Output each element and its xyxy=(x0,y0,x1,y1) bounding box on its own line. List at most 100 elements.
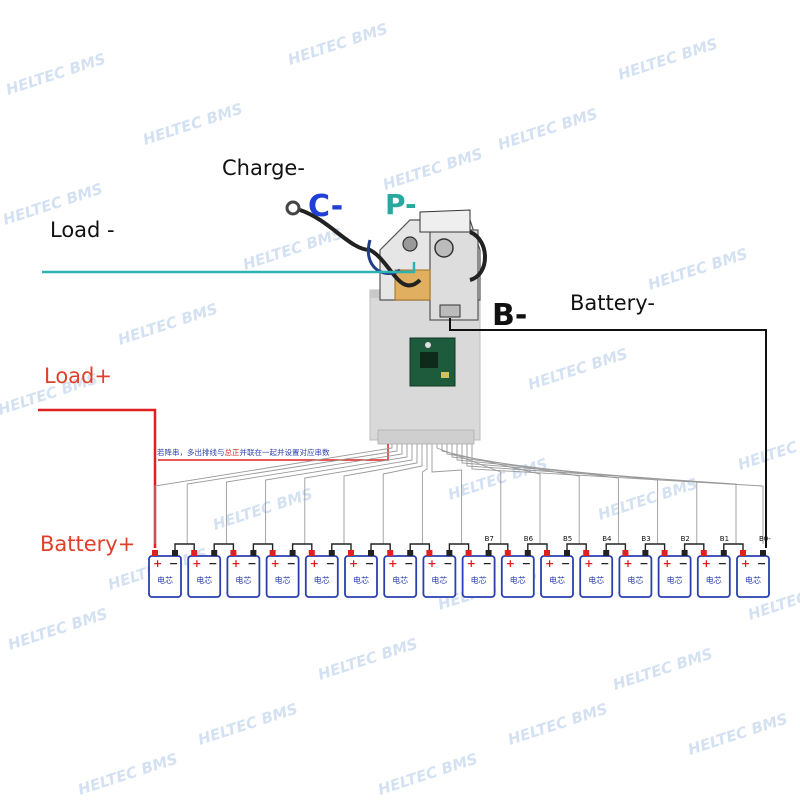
load-minus-label: Load - xyxy=(50,218,115,242)
battery-cell: +−电芯 xyxy=(461,550,496,598)
balance-wire xyxy=(421,444,428,544)
cell-plus-sign: + xyxy=(388,557,397,570)
cell-negative-terminal xyxy=(407,550,414,556)
cell-minus-sign: − xyxy=(483,557,492,570)
cell-negative-terminal xyxy=(368,550,374,556)
watermark-text: HELTEC BMS xyxy=(196,700,300,749)
cell-plus-sign: + xyxy=(663,557,672,570)
series-link xyxy=(252,543,274,550)
watermark-text: HELTEC BMS xyxy=(286,20,390,69)
series-link xyxy=(644,543,666,550)
cell-positive-terminal xyxy=(152,550,158,556)
cell-negative-terminal xyxy=(289,550,296,556)
cell-minus-sign: − xyxy=(169,557,178,570)
balance-label: B2 xyxy=(681,535,690,543)
cell-minus-sign: − xyxy=(404,557,413,570)
cell-positive-terminal xyxy=(348,550,354,556)
cell-plus-sign: + xyxy=(349,557,358,570)
cell-minus-sign: − xyxy=(443,557,452,570)
cell-positive-terminal xyxy=(583,550,590,556)
battery-cell: +−电芯 xyxy=(148,550,182,598)
battery-minus-label: Battery- xyxy=(570,291,655,315)
battery-cell: +−电芯 xyxy=(736,550,770,598)
cell-label: 电芯 xyxy=(549,575,565,585)
balance-label: B7 xyxy=(485,535,494,543)
balance-wire xyxy=(456,444,659,544)
balance-label: B5 xyxy=(563,535,572,543)
cell-positive-terminal xyxy=(230,550,237,556)
cell-label: 电芯 xyxy=(471,575,487,585)
cell-positive-terminal xyxy=(387,550,394,556)
battery-cell-body xyxy=(696,555,731,598)
cell-negative-terminal xyxy=(446,550,453,556)
battery-cell: +−电芯 xyxy=(187,550,222,598)
cell-positive-terminal xyxy=(426,550,433,556)
cell-negative-terminal xyxy=(524,550,531,556)
battery-cell-body xyxy=(422,555,457,598)
cell-plus-sign: + xyxy=(310,557,319,570)
cell-positive-terminal xyxy=(544,550,550,556)
series-link xyxy=(487,543,509,550)
cell-plus-sign: + xyxy=(506,557,515,570)
battery-cell-body xyxy=(265,555,300,598)
battery-cell: +−电芯 xyxy=(500,550,535,598)
cell-negative-terminal xyxy=(328,550,335,556)
cell-negative-terminal xyxy=(642,550,649,556)
series-link xyxy=(605,543,627,550)
battery-cell: +−电芯 xyxy=(265,550,300,598)
charge-cable xyxy=(299,208,422,288)
battery-cell: +−电芯 xyxy=(618,550,653,598)
cell-positive-terminal xyxy=(661,550,668,556)
cell-plus-sign: + xyxy=(702,557,711,570)
cell-positive-terminal xyxy=(308,550,315,556)
battery-cell: +−电芯 xyxy=(422,550,457,598)
battery-plus-label: Battery+ xyxy=(40,532,135,556)
battery-cell-body xyxy=(657,555,692,598)
series-link xyxy=(291,543,313,550)
battery-cell-body xyxy=(148,555,182,598)
watermark-text: HELTEC BMS xyxy=(736,425,800,474)
balance-wire xyxy=(304,444,413,544)
cell-positive-terminal xyxy=(622,550,629,556)
cell-label: 电芯 xyxy=(275,575,291,585)
series-link xyxy=(331,543,352,550)
watermark-text: HELTEC BMS xyxy=(76,750,180,799)
battery-cell-body xyxy=(736,555,770,598)
series-link xyxy=(213,543,235,550)
charge-minus-label: Charge- xyxy=(222,156,305,180)
reduce-series-note: 若降串，多出排线与总正并联在一起并设置对应串数 xyxy=(157,447,330,457)
cell-minus-sign: − xyxy=(718,557,727,570)
cell-negative-terminal xyxy=(211,550,218,556)
battery-cell-body xyxy=(226,555,261,598)
watermark-text: HELTEC BMS xyxy=(611,645,715,694)
cell-negative-terminal xyxy=(720,550,727,556)
balance-label: B4 xyxy=(602,535,612,543)
cell-minus-sign: − xyxy=(365,557,374,570)
battery-cell: +−电芯 xyxy=(579,550,614,598)
series-link xyxy=(566,543,587,550)
cell-minus-sign: − xyxy=(247,557,256,570)
battery-cell-body xyxy=(500,555,535,598)
cell-positive-terminal xyxy=(465,550,472,556)
cell-plus-sign: + xyxy=(741,557,750,570)
cell-positive-terminal xyxy=(504,550,511,556)
balance-wire xyxy=(471,444,764,544)
balance-wire xyxy=(343,444,418,544)
balance-wire xyxy=(225,444,403,544)
battery-cell: +−电芯 xyxy=(383,550,418,598)
cell-plus-sign: + xyxy=(231,557,240,570)
battery-cell-body xyxy=(461,555,496,598)
battery-cell-body xyxy=(187,555,222,598)
watermark-text: HELTEC BMS xyxy=(116,300,220,349)
series-link xyxy=(683,543,705,550)
cell-label: 电芯 xyxy=(235,575,251,585)
cell-minus-sign: − xyxy=(287,557,296,570)
cell-plus-sign: + xyxy=(584,557,593,570)
cell-positive-terminal xyxy=(740,550,746,556)
watermark-text: HELTEC BMS xyxy=(141,100,245,149)
watermark-text: HELTEC BMS xyxy=(506,700,610,749)
balance-wire xyxy=(154,444,393,544)
battery-cell-body xyxy=(304,555,339,598)
watermark-text: HELTEC BMS xyxy=(646,245,750,294)
watermark-text: HELTEC BMS xyxy=(381,145,485,194)
